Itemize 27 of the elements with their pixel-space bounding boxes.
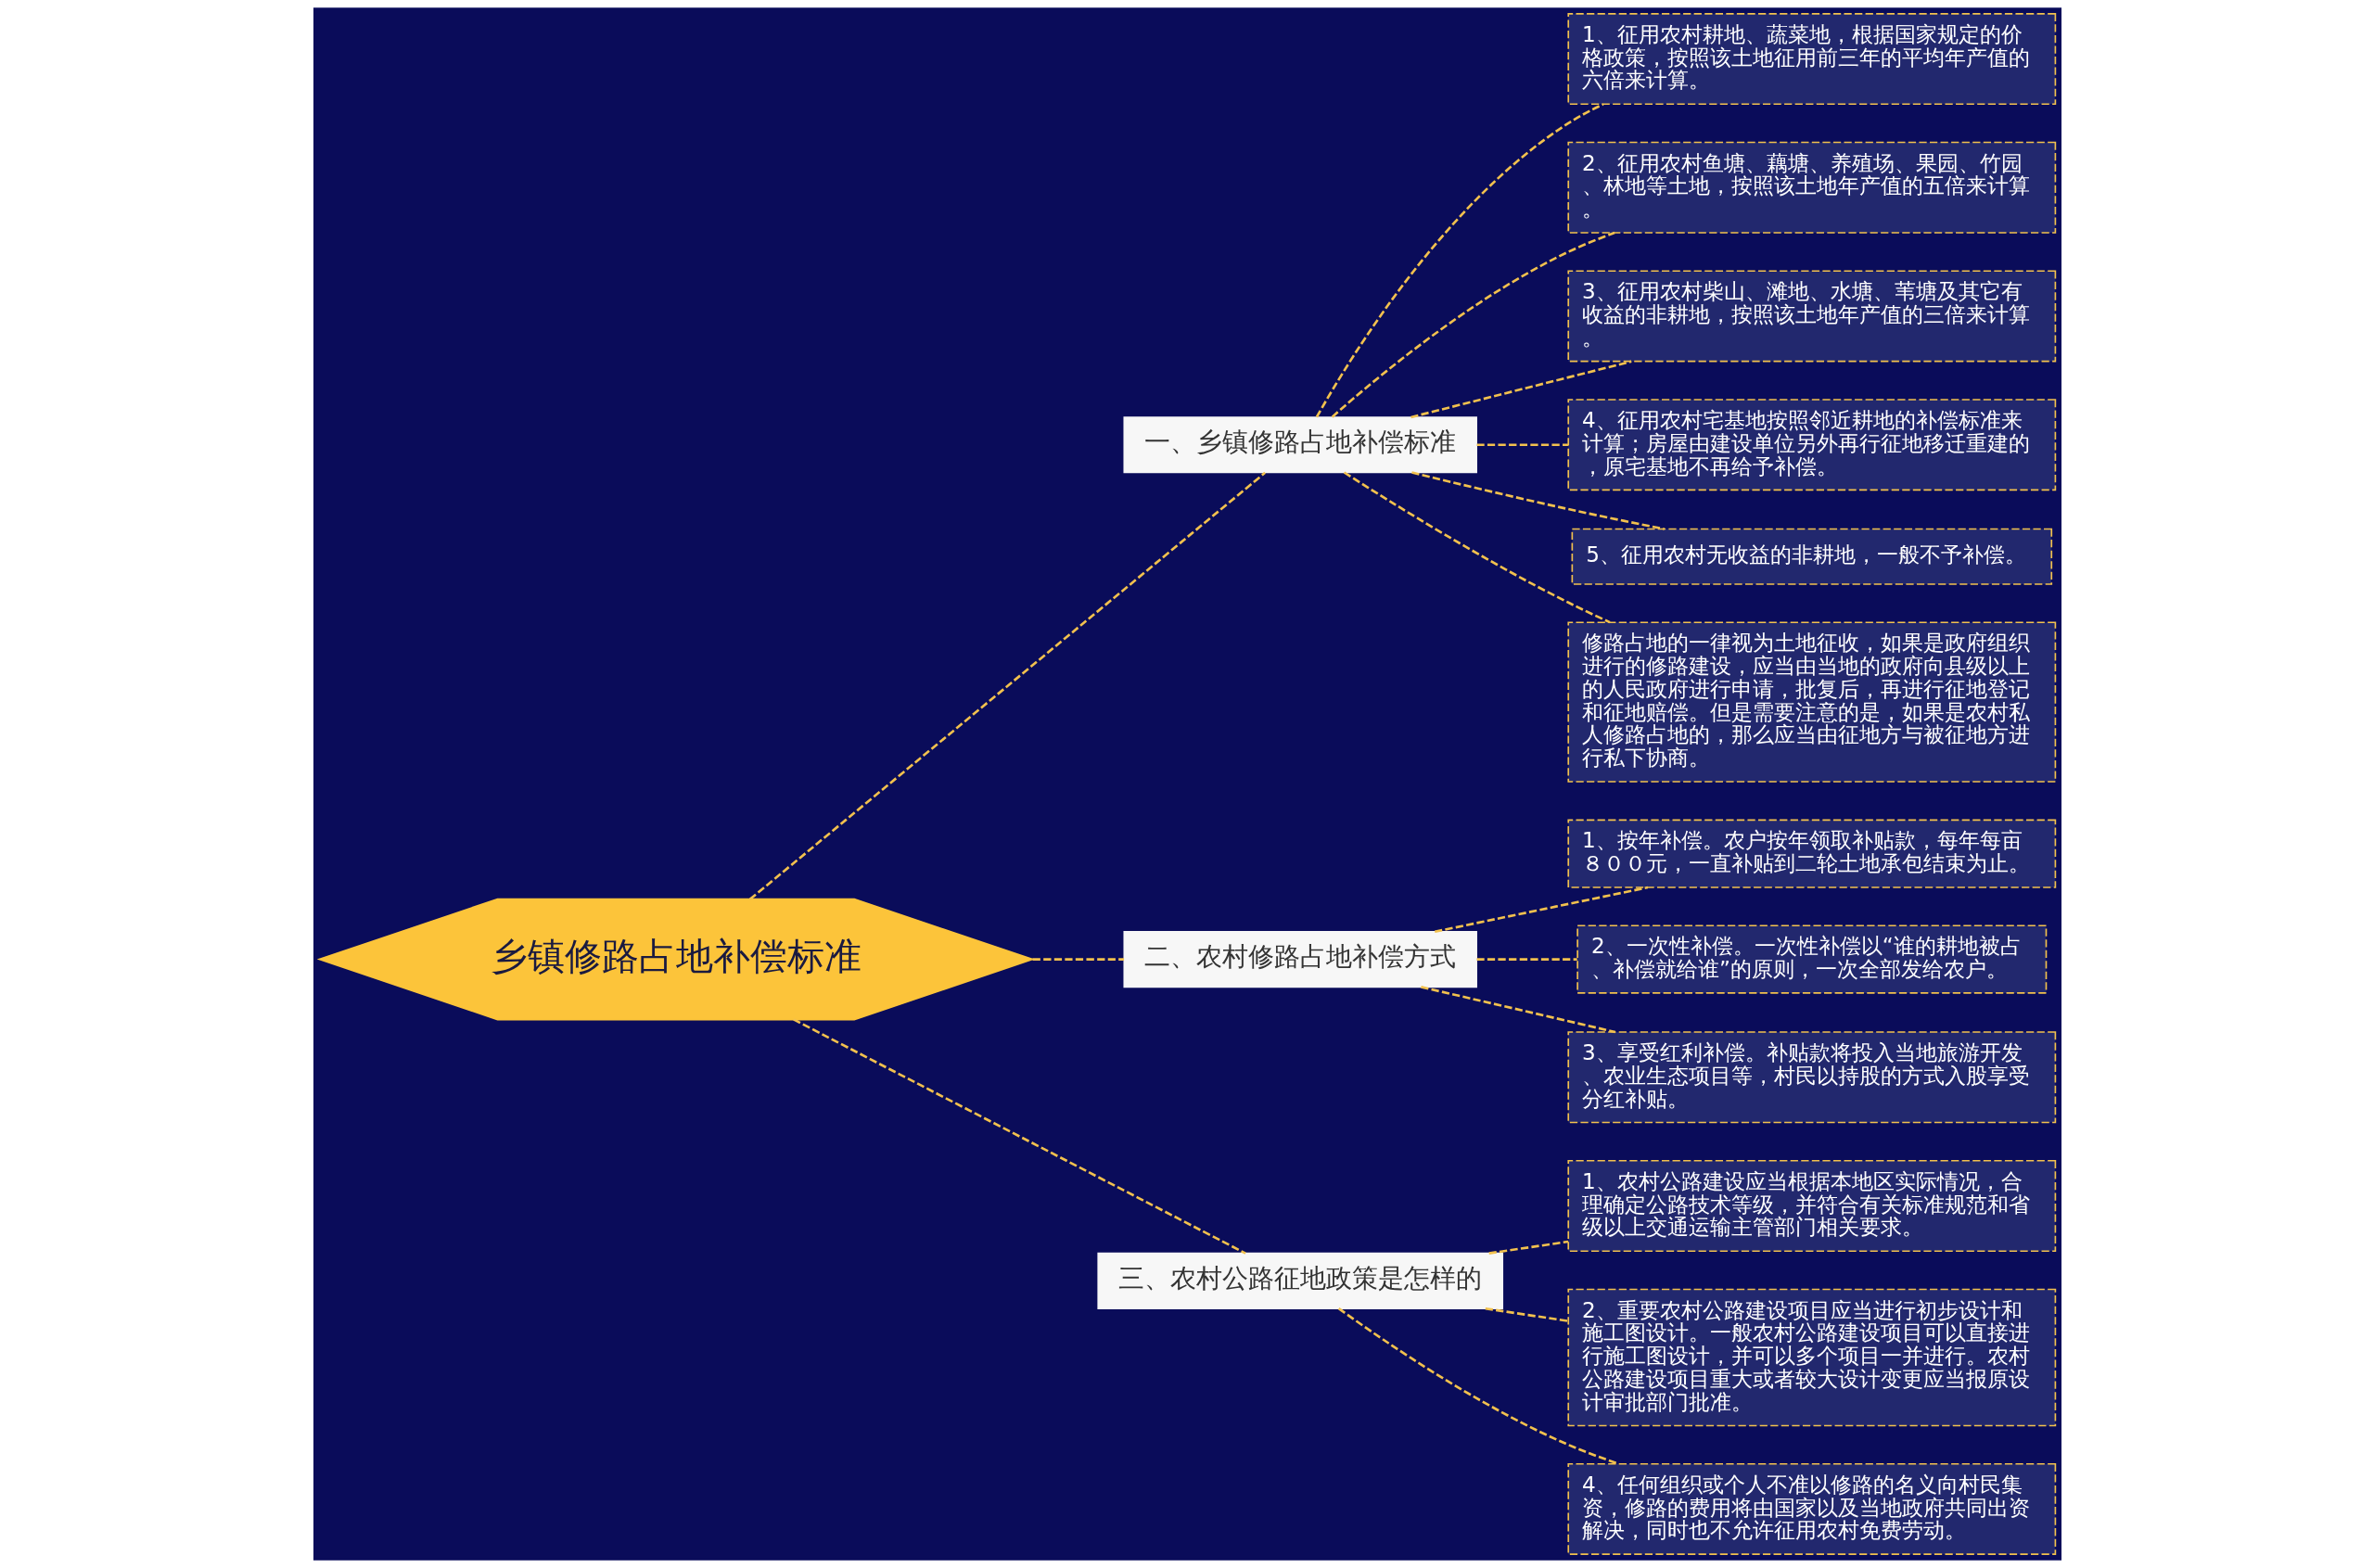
node-box: 1、农村公路建设应当根据本地区实际情况，合理确定公路技术等级，并符合有关标准规范和省级以上交通运输主管部门相关要求。: [1566, 1159, 2056, 1253]
connector: [748, 471, 1266, 900]
connector: [1315, 103, 1603, 418]
node-box: 1、征用农村耕地、蔬菜地，根据国家规定的价格政策，按照该土地征用前三年的平均年产值的六倍来计算。: [1566, 13, 2056, 106]
node-box: 修路占地的一律视为土地征收，如果是政府组织进行的修路建设，应当由当地的政府向县级以上的人民政府进行申请，批复后，再进行征地登记和征地赔偿。但是需要注意的是，如果是农村私人修路占地的，那么应当由征地方与被征地方进行私下协商。: [1566, 621, 2056, 783]
node-box: 3、征用农村柴山、滩地、水塘、苇塘及其它有收益的非耕地，按照该土地年产值的三倍来计算。: [1566, 270, 2056, 363]
connector: [1434, 886, 1648, 934]
node-box: 2、征用农村鱼塘、藕塘、养殖场、果园、竹园、林地等土地，按照该土地年产值的五倍来计算。: [1566, 141, 2056, 234]
connector: [1337, 1307, 1619, 1465]
connector: [1488, 1240, 1568, 1255]
connector: [1485, 1307, 1568, 1322]
node-box: 2、一次性补偿。一次性补偿以“谁的耕地被占、补偿就给谁”的原则，一次全部发给农户。: [1576, 924, 2047, 994]
connector: [1476, 443, 1568, 446]
node-box: 1、按年补偿。农户按年领取补贴款，每年每亩８００元，一直补贴到二轮土地承包结束为止。: [1566, 819, 2056, 888]
connector: [1420, 986, 1615, 1034]
node-box: 5、征用农村无收益的非耕地，一般不予补偿。: [1571, 528, 2052, 585]
node-box: 4、征用农村宅基地按照邻近耕地的补偿标准来计算；房屋由建设单位另外再行征地移迁重建的，原宅基地不再给予补偿。: [1566, 399, 2056, 491]
connector: [792, 1018, 1246, 1255]
connector: [1032, 958, 1124, 961]
node-box: 二、农村修路占地补偿方式: [1122, 931, 1477, 988]
connector: [1476, 958, 1577, 961]
node-box: 4、任何组织或个人不准以修路的名义向村民集资，修路的费用将由国家以及当地政府共同出资解决，同时也不允许征用农村免费劳动。: [1566, 1462, 2056, 1555]
connector: [1410, 471, 1665, 530]
node-box: 3、享受红利补偿。补贴款将投入当地旅游开发、农业生态项目等，村民以持股的方式入股享受分红补贴。: [1566, 1031, 2056, 1124]
node-box: 三、农村公路征地政策是怎样的: [1096, 1252, 1503, 1309]
node-box: 2、重要农村公路建设项目应当进行初步设计和施工图设计。一般农村公路建设项目可以直接进行施工图设计，并可以多个项目一并进行。农村公路建设项目重大或者较大设计变更应当报原设计审批部门批准。: [1566, 1288, 2056, 1427]
node-box: 一、乡镇修路占地补偿标准: [1122, 416, 1477, 474]
